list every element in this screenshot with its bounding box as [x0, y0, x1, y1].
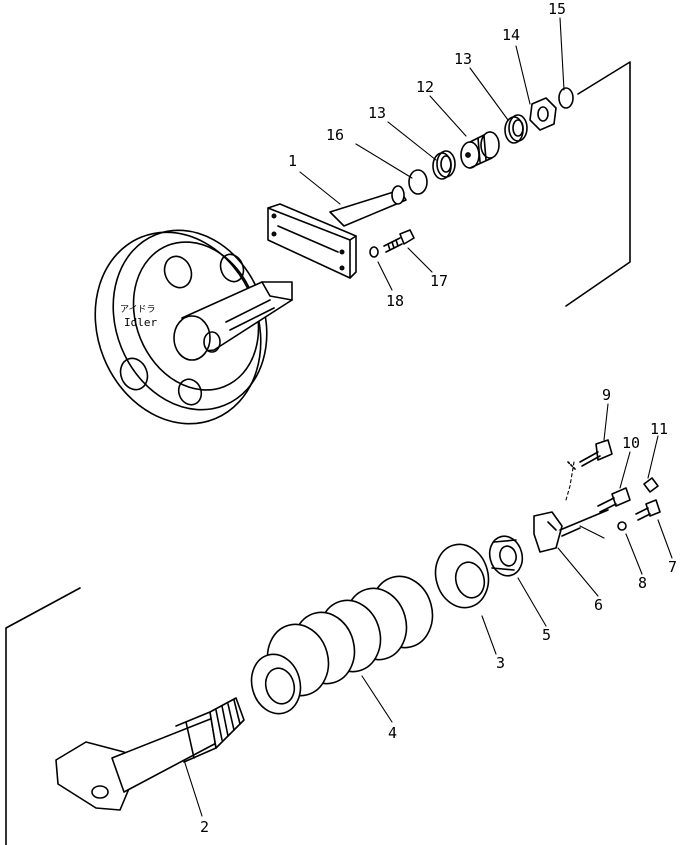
callout-2: 2 — [200, 818, 209, 836]
idler-label-jp: アイドラ — [120, 304, 156, 315]
callout-8: 8 — [638, 574, 647, 592]
part-2-rod — [55, 697, 245, 811]
part-11-fitting — [643, 477, 659, 493]
idler-wheel: アイドラ Idler — [94, 229, 293, 425]
callout-16: 16 — [326, 126, 344, 144]
callout-17: 17 — [430, 272, 448, 290]
callout-13b: 13 — [454, 50, 472, 68]
callout-5: 5 — [542, 626, 551, 644]
assembly-line-9 — [565, 461, 575, 501]
part-8-washer — [617, 521, 627, 531]
callout-12: 12 — [416, 78, 434, 96]
callout-9: 9 — [602, 386, 611, 404]
part-7-bolt — [635, 499, 661, 521]
part-13a-bushing — [432, 150, 456, 180]
part-5-nut — [488, 535, 524, 577]
part-13b-bushing — [504, 114, 528, 144]
assembly-line-6 — [579, 525, 605, 539]
part-12-seal — [460, 131, 500, 169]
assembly-bracket-line-top — [565, 61, 631, 307]
callout-10: 10 — [622, 434, 640, 452]
callout-11: 11 — [650, 420, 668, 438]
part-14-nut — [529, 97, 557, 131]
part-18-washer — [369, 246, 379, 258]
callout-7: 7 — [668, 558, 677, 576]
part-4-spring — [250, 575, 434, 715]
callout-14: 14 — [502, 26, 520, 44]
leader-lines — [183, 17, 673, 817]
part-15-snap-ring — [558, 87, 574, 109]
part-1-yoke — [267, 185, 407, 279]
callout-15: 15 — [548, 0, 566, 18]
idler-label-en: Idler — [124, 316, 157, 329]
part-16-o-ring — [408, 169, 428, 195]
part-9-fitting — [567, 439, 613, 471]
callout-3: 3 — [496, 654, 505, 672]
part-17-bolt — [383, 229, 415, 253]
callout-18: 18 — [386, 292, 404, 310]
callout-6: 6 — [594, 596, 603, 614]
assembly-bracket-line-bottom — [5, 587, 81, 845]
part-6-lock-plate — [533, 509, 609, 553]
callout-13a: 13 — [368, 104, 386, 122]
callout-1: 1 — [288, 152, 297, 170]
part-3-spring-seat — [434, 543, 490, 609]
part-10-bolt — [597, 487, 631, 513]
callout-4: 4 — [388, 724, 397, 742]
